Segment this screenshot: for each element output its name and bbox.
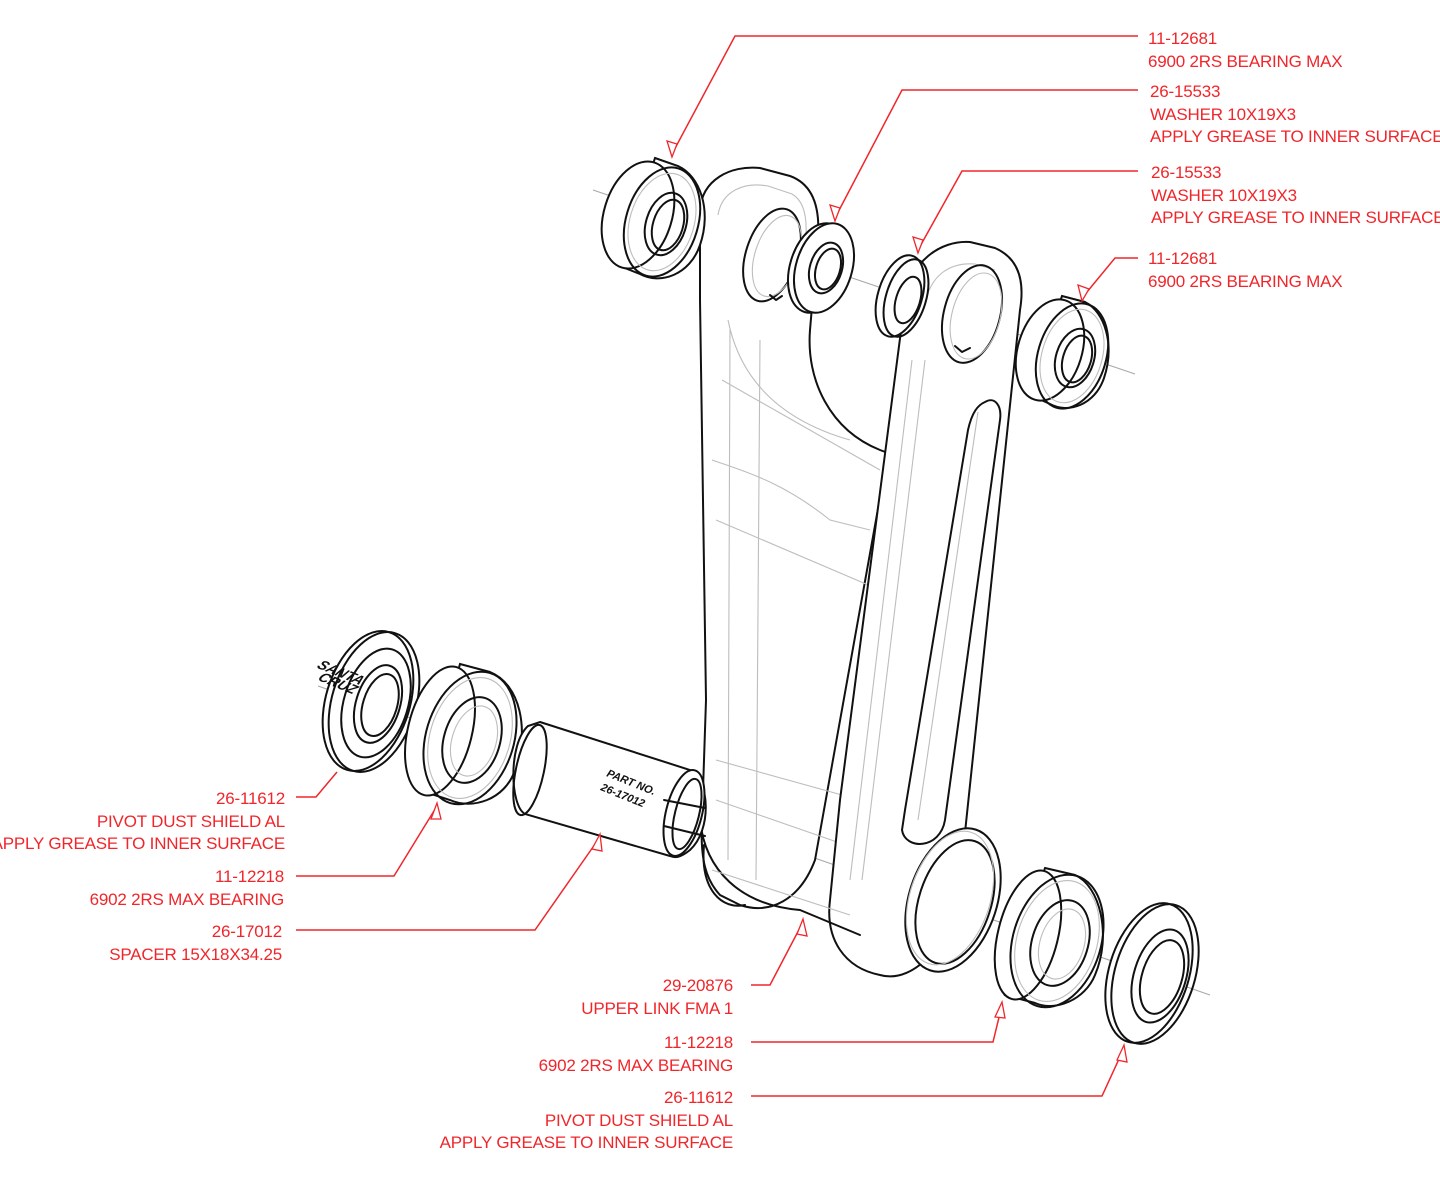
arrow-4 bbox=[1077, 283, 1090, 303]
callout-washer-left: 26-15533 WASHER 10X19X3 APPLY GREASE TO … bbox=[1150, 81, 1440, 149]
callout-part-number: 26-11612 bbox=[216, 789, 285, 808]
leader-9 bbox=[751, 1004, 1003, 1043]
leader-4 bbox=[1081, 257, 1138, 299]
arrow-7 bbox=[591, 831, 603, 852]
spacer-15x18x34: SANTA CRUZ PART NO. 26-17012 bbox=[313, 658, 707, 859]
callout-washer-right: 26-15533 WASHER 10X19X3 APPLY GREASE TO … bbox=[1151, 162, 1440, 230]
callout-bearing-6902-right: 11-12218 6902 2RS MAX BEARING bbox=[538, 1032, 734, 1077]
callout-bearing-6900-top-right: 11-12681 6900 2RS BEARING MAX bbox=[1148, 248, 1343, 293]
bearing-6902-left bbox=[404, 662, 523, 806]
washer-10x19x3-left bbox=[787, 222, 855, 314]
callout-note: APPLY GREASE TO INNER SURFACE bbox=[1150, 127, 1440, 146]
leader-lines bbox=[296, 35, 1138, 1097]
pivot-dust-shield-left bbox=[321, 630, 421, 773]
bearing-6902-right bbox=[993, 866, 1105, 1009]
callout-dust-shield-right: 26-11612 PIVOT DUST SHIELD AL APPLY GREA… bbox=[439, 1087, 734, 1155]
leader-7 bbox=[296, 836, 601, 931]
arrow-3 bbox=[912, 236, 924, 255]
callout-note: APPLY GREASE TO INNER SURFACE bbox=[1151, 208, 1440, 227]
callout-description: WASHER 10X19X3 bbox=[1150, 104, 1296, 124]
leader-3 bbox=[917, 170, 1138, 251]
callout-note: APPLY GREASE TO INNER SURFACE bbox=[0, 834, 285, 853]
leader-8 bbox=[751, 921, 804, 986]
callout-description: WASHER 10X19X3 bbox=[1151, 185, 1297, 205]
arrow-8 bbox=[796, 916, 808, 937]
callout-description: PIVOT DUST SHIELD AL bbox=[96, 811, 285, 831]
callout-part-number: 26-15533 bbox=[1151, 163, 1222, 182]
callout-part-number: 11-12218 bbox=[664, 1033, 733, 1052]
arrow-6 bbox=[430, 800, 442, 820]
callout-bearing-6900-top-left: 11-12681 6900 2RS BEARING MAX bbox=[1148, 28, 1343, 73]
callout-part-number: 11-12681 bbox=[1148, 249, 1217, 268]
leader-2 bbox=[834, 89, 1138, 219]
callout-dust-shield-left: 26-11612 PIVOT DUST SHIELD AL APPLY GREA… bbox=[0, 788, 285, 856]
callout-description: 6900 2RS BEARING MAX bbox=[1148, 271, 1343, 291]
callout-description: 6902 2RS MAX BEARING bbox=[538, 1055, 734, 1075]
callout-description: 6902 2RS MAX BEARING bbox=[89, 889, 285, 909]
callout-part-number: 11-12218 bbox=[215, 867, 284, 886]
callout-description: 6900 2RS BEARING MAX bbox=[1148, 51, 1343, 71]
bearing-6900-left bbox=[600, 156, 706, 280]
leader-6 bbox=[296, 805, 438, 877]
callout-part-number: 26-15533 bbox=[1150, 82, 1221, 101]
arrow-2 bbox=[829, 204, 841, 223]
leader-10 bbox=[751, 1047, 1125, 1097]
callout-bearing-6902-left: 11-12218 6902 2RS MAX BEARING bbox=[89, 866, 285, 911]
arrow-1 bbox=[666, 140, 678, 159]
washer-10x19x3-right bbox=[874, 254, 930, 338]
pivot-dust-shield-right bbox=[1104, 902, 1200, 1045]
callout-part-number: 29-20876 bbox=[662, 976, 733, 995]
callout-upper-link: 29-20876 UPPER LINK FMA 1 bbox=[581, 975, 733, 1020]
arrow-9 bbox=[994, 999, 1006, 1019]
callout-part-number: 26-11612 bbox=[664, 1088, 733, 1107]
callout-part-number: 26-17012 bbox=[211, 922, 282, 941]
callout-description: UPPER LINK FMA 1 bbox=[581, 998, 733, 1018]
arrow-10 bbox=[1116, 1042, 1128, 1063]
bearing-6900-right bbox=[1014, 294, 1110, 410]
callout-description: PIVOT DUST SHIELD AL bbox=[544, 1110, 733, 1130]
callout-part-number: 11-12681 bbox=[1148, 29, 1217, 48]
callout-description: SPACER 15X18X34.25 bbox=[109, 944, 282, 964]
leader-1 bbox=[671, 35, 1138, 155]
upper-link-body bbox=[699, 166, 1023, 978]
callout-note: APPLY GREASE TO INNER SURFACE bbox=[439, 1133, 734, 1152]
leader-5 bbox=[296, 771, 338, 798]
callout-spacer: 26-17012 SPACER 15X18X34.25 bbox=[109, 921, 282, 966]
